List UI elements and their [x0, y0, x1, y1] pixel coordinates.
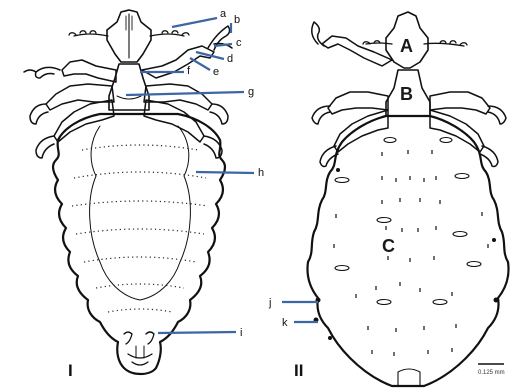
label-d: d	[227, 53, 233, 65]
pointer-e	[190, 58, 210, 70]
genital-structure	[124, 332, 154, 365]
label-e: e	[213, 66, 219, 78]
label-a: a	[220, 8, 227, 20]
label-i: i	[240, 327, 242, 339]
panel-label-II: II	[294, 361, 303, 380]
scale-text: 0.125 mm	[478, 370, 505, 376]
label-b: b	[234, 14, 240, 26]
sternal-plate	[117, 96, 141, 99]
label-k: k	[282, 317, 288, 329]
setae-rows	[72, 145, 208, 312]
dorsal-left-legs	[312, 22, 392, 167]
genital-pair	[136, 346, 144, 358]
dorsal-right-antenna	[424, 41, 467, 46]
inner-plate	[90, 126, 191, 300]
label-c: c	[236, 37, 242, 49]
pointer-i	[158, 332, 236, 333]
region-label-A: A	[400, 36, 413, 56]
dorsal-setae	[334, 150, 488, 356]
pointer-h	[196, 172, 254, 173]
dorsal-left-antenna	[363, 41, 392, 44]
lateral-tubercles	[314, 168, 499, 340]
abdomen-ventral	[53, 114, 225, 374]
label-g: g	[248, 86, 254, 98]
region-label-B: B	[400, 84, 413, 104]
left-legs	[24, 60, 116, 158]
region-label-C: C	[382, 236, 395, 256]
pointer-a	[172, 18, 217, 27]
pointer-g	[126, 92, 244, 95]
label-f: f	[187, 65, 191, 77]
specimen-dorsal	[307, 12, 508, 386]
label-h: h	[258, 167, 264, 179]
label-j: j	[268, 297, 271, 309]
abdomen-dorsal	[307, 116, 508, 386]
dorsal-right-legs	[430, 92, 506, 167]
anal-lobes	[398, 369, 420, 386]
left-antenna	[69, 31, 108, 36]
dorsal-spiracles	[335, 138, 481, 305]
right-antenna	[150, 31, 189, 36]
panel-label-I: I	[68, 361, 73, 380]
